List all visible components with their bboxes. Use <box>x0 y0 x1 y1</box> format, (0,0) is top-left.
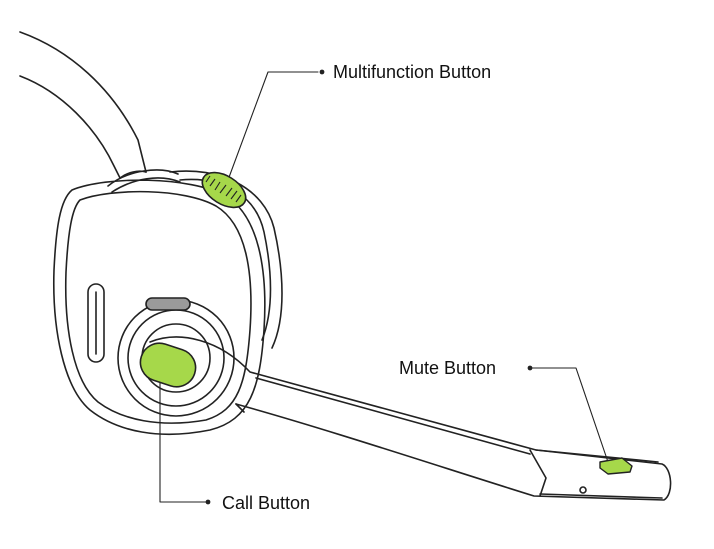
mute-button <box>599 457 633 475</box>
boom-arm <box>149 336 672 501</box>
headband <box>19 31 147 179</box>
multifunction-button <box>201 171 247 209</box>
mic-pivot <box>117 297 235 417</box>
call-button-label: Call Button <box>222 493 311 513</box>
call-button <box>139 342 197 388</box>
multifunction-button-label: Multifunction Button <box>333 62 492 82</box>
earcup-slot <box>87 283 105 363</box>
leader-lines <box>159 71 609 503</box>
mute-button-label: Mute Button <box>399 358 497 378</box>
